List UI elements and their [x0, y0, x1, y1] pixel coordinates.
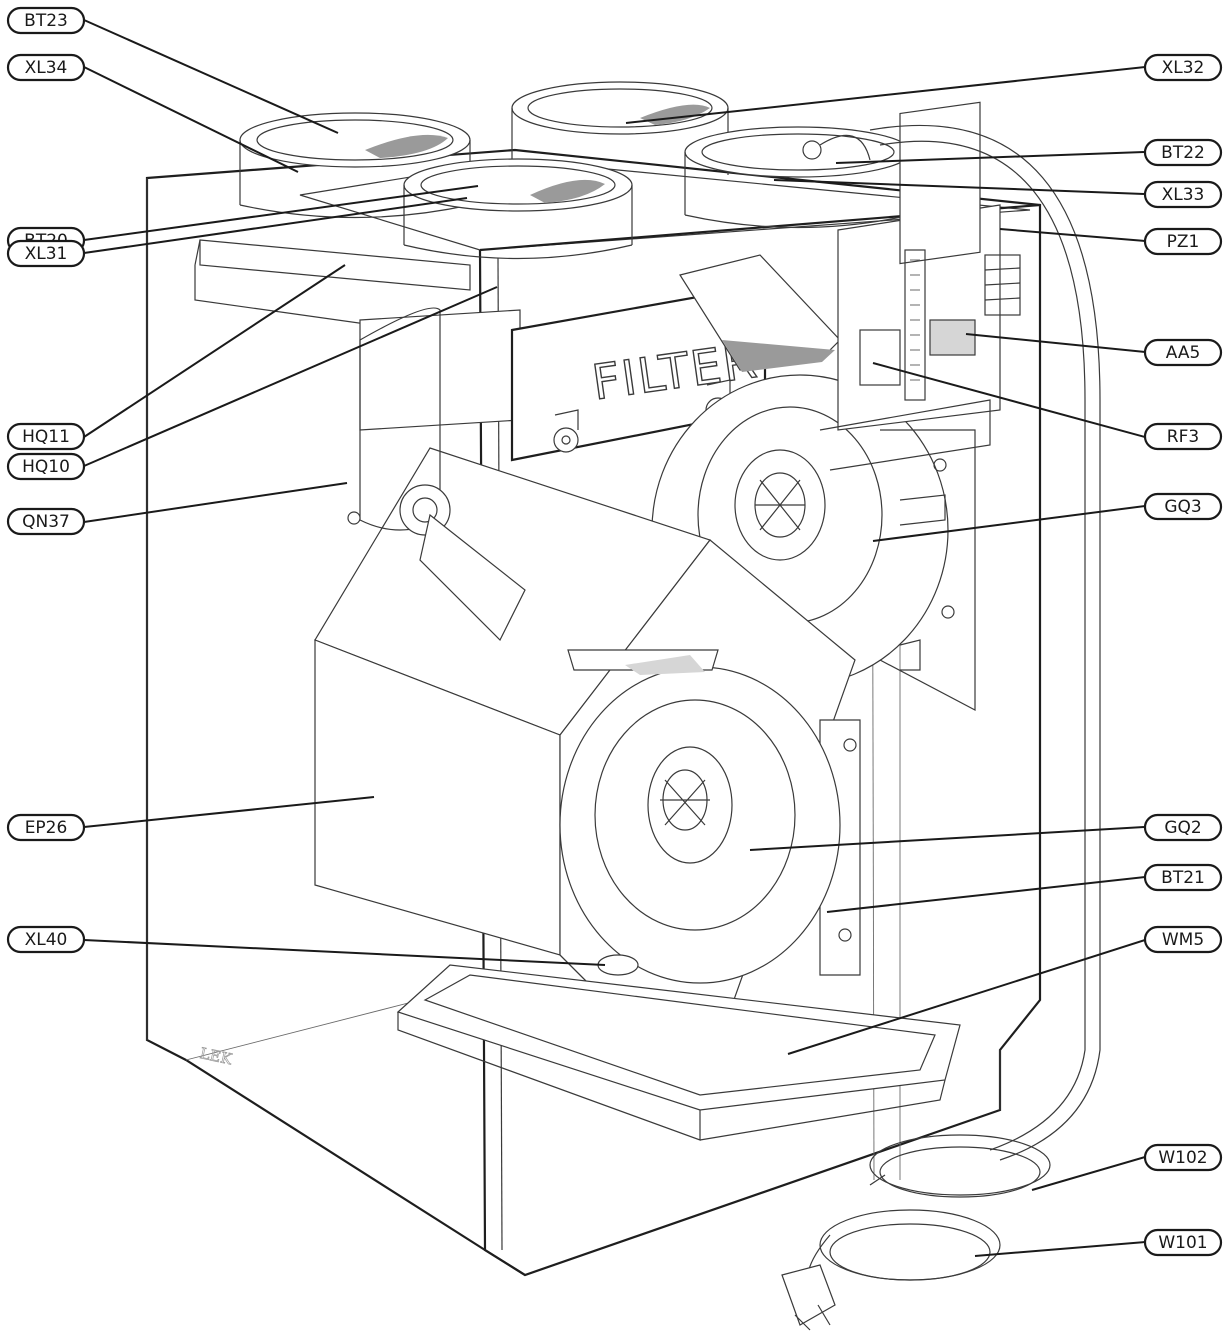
drain-tray-wm5 — [396, 954, 961, 1141]
label-w101-text: W101 — [1158, 1233, 1207, 1253]
label-gq3-text: GQ3 — [1164, 497, 1201, 517]
unit-illustration: FILTER — [145, 81, 1101, 1331]
label-qn37 — [6, 507, 86, 536]
label-bt23-text: BT23 — [24, 11, 68, 31]
label-w101 — [1143, 1228, 1223, 1257]
label-rf3-text: RF3 — [1167, 427, 1199, 447]
label-bt22-text: BT22 — [1161, 143, 1205, 163]
label-hq11 — [6, 422, 86, 451]
label-xl33 — [1143, 180, 1223, 209]
label-ep26-text: EP26 — [25, 818, 68, 838]
label-aa5 — [1143, 338, 1223, 367]
label-hq11-text: HQ11 — [22, 427, 70, 447]
label-xl40-text: XL40 — [25, 930, 68, 950]
right-callouts: XL32 BT22 XL33 PZ1 AA5 RF3 GQ3 GQ2 BT21 — [625, 53, 1223, 1257]
label-wm5 — [1143, 925, 1223, 954]
left-callouts: BT23 XL34 BT20 XL31 HQ11 HQ10 QN37 EP26 — [6, 6, 606, 966]
label-xl32 — [1143, 53, 1223, 82]
label-gq2 — [1143, 813, 1223, 842]
label-gq2-text: GQ2 — [1164, 818, 1201, 838]
label-xl40 — [6, 925, 86, 954]
label-hq10 — [6, 452, 86, 481]
label-bt23 — [6, 6, 86, 35]
label-xl33-text: XL33 — [1162, 185, 1205, 205]
rf3-component — [859, 329, 901, 386]
label-pz1 — [1143, 227, 1223, 256]
label-xl31 — [6, 239, 86, 268]
label-rf3 — [1143, 422, 1223, 451]
damper-qn37 — [347, 307, 526, 642]
power-cables — [781, 124, 1101, 1331]
label-xl34-text: XL34 — [25, 58, 68, 78]
label-ep26 — [6, 813, 86, 842]
label-xl34 — [6, 53, 86, 82]
label-wm5-text: WM5 — [1162, 930, 1204, 950]
pcb-aa5 — [899, 101, 1021, 401]
label-bt22 — [1143, 138, 1223, 167]
label-w102 — [1143, 1143, 1223, 1172]
label-qn37-text: QN37 — [22, 512, 70, 532]
label-gq3 — [1143, 492, 1223, 521]
filter-clip-left — [553, 409, 579, 453]
label-w102-text: W102 — [1158, 1148, 1207, 1168]
label-aa5-text: AA5 — [1166, 343, 1201, 363]
label-xl32-text: XL32 — [1162, 58, 1205, 78]
label-bt21-text: BT21 — [1161, 868, 1205, 888]
label-hq10-text: HQ10 — [22, 457, 70, 477]
label-pz1-text: PZ1 — [1167, 232, 1200, 252]
label-xl31-text: XL31 — [25, 244, 68, 264]
label-bt21 — [1143, 863, 1223, 892]
